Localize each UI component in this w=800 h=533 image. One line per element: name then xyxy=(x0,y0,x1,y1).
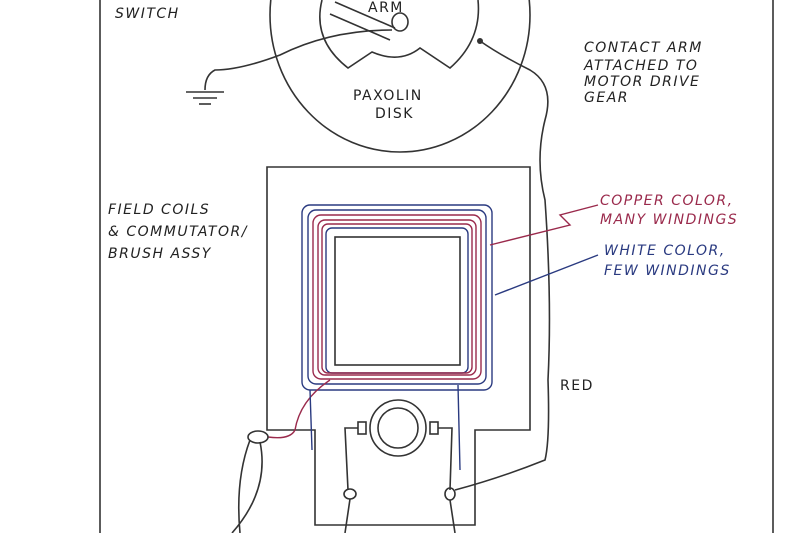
contact-note-1: CONTACT ARM xyxy=(584,40,703,56)
contact-arm-pivot xyxy=(391,12,409,32)
contact-note-4: GEAR xyxy=(584,90,629,106)
contact-to-brush-wire xyxy=(454,40,551,491)
brush-right xyxy=(429,421,439,435)
copper-pointer xyxy=(489,204,599,246)
paxolin-label-1: PAXOLIN xyxy=(353,88,423,104)
ground-wire xyxy=(204,29,393,91)
contact-arm-label: ARM xyxy=(368,0,404,16)
white-winding xyxy=(301,204,493,391)
terminal-bottom-left xyxy=(343,488,357,500)
white-label-2: FEW WINDINGS xyxy=(604,263,731,279)
red-wire-label: RED xyxy=(560,378,594,394)
copper-lead xyxy=(267,379,331,439)
white-label-1: WHITE COLOR, xyxy=(604,243,726,259)
field-coils-2: & COMMUTATOR/ xyxy=(108,224,248,240)
white-pointer xyxy=(494,254,599,296)
commutator xyxy=(369,399,427,457)
paxolin-label-2: DISK xyxy=(375,106,414,122)
contact-note-2: ATTACHED TO xyxy=(583,58,698,74)
brush-left xyxy=(357,421,367,435)
disk-cutout xyxy=(319,0,480,70)
switch-label: SWITCH xyxy=(115,6,180,22)
contact-note-3: MOTOR DRIVE xyxy=(584,74,700,90)
copper-winding xyxy=(312,214,482,380)
field-coils-3: BRUSH ASSY xyxy=(108,246,212,262)
copper-label-2: MANY WINDINGS xyxy=(600,212,738,228)
field-coils-1: FIELD COILS xyxy=(108,202,210,218)
armature-window xyxy=(334,236,461,366)
terminal-left xyxy=(247,430,269,444)
contact-arm xyxy=(329,1,396,41)
motor-frame xyxy=(266,166,531,526)
copper-label-1: COPPER COLOR, xyxy=(600,193,734,209)
paxolin-disk xyxy=(269,0,531,153)
